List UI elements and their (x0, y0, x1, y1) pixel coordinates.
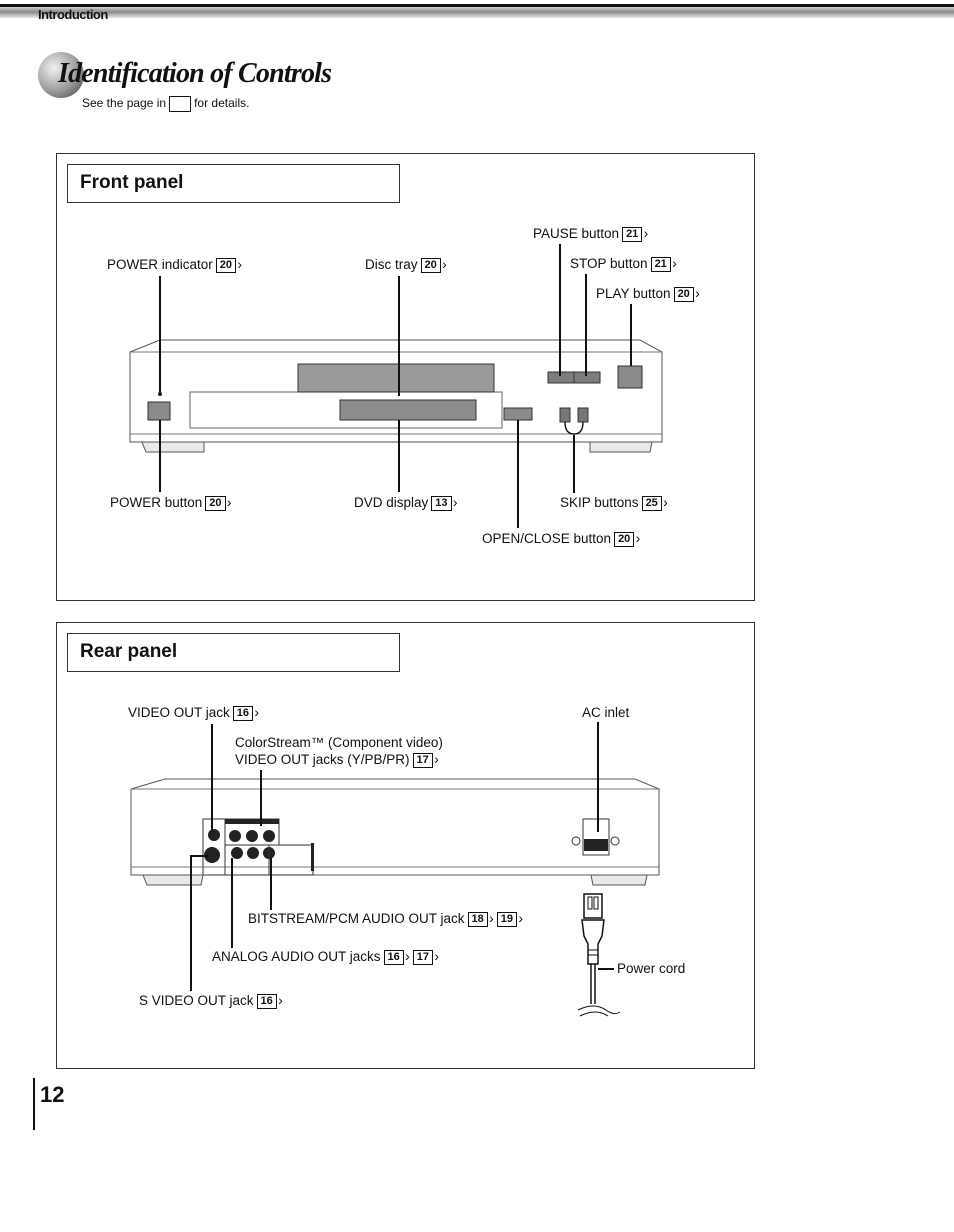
skip-forward-button-shape (577, 407, 589, 423)
page-title: Identification of Controls (58, 58, 332, 89)
disc-tray-slot (297, 363, 495, 393)
component-jack-y (229, 830, 241, 842)
play-page-ref: 20 (673, 287, 700, 302)
rear-panel-heading-box (67, 633, 400, 672)
power-cord-illustration (577, 893, 621, 1017)
colorstream-page-ref: 17 (412, 753, 439, 768)
page-note-prefix: See the page in (82, 96, 167, 111)
page-note-suffix: for details. (194, 96, 250, 111)
power-button-page-ref: 20 (205, 496, 232, 511)
open-close-button-shape (503, 407, 533, 421)
dvd-display-page-ref: 13 (431, 496, 458, 511)
front-panel-section (56, 153, 755, 601)
bitstream-page-ref-2: 19 (496, 912, 523, 927)
analog-page-ref-2: 17 (412, 950, 439, 965)
dvd-display-screen (339, 399, 477, 421)
page-reference-icon (169, 96, 192, 112)
s-video-leader-v (190, 855, 192, 991)
power-button-leader (159, 420, 161, 492)
component-jack-pr (263, 830, 275, 842)
bitstream-leader (270, 858, 272, 910)
rear-panel-illustration (130, 778, 660, 886)
page-number: 12 (40, 1082, 65, 1107)
power-button-shape (147, 401, 171, 421)
page-note: See the page in for details. (82, 96, 249, 112)
pause-leader (559, 244, 561, 376)
stop-page-ref: 21 (650, 257, 677, 272)
front-panel-heading: Front panel (80, 172, 184, 193)
header-bar (0, 4, 954, 18)
disc-tray-page-ref: 20 (420, 258, 447, 273)
pause-button-shape (547, 371, 575, 384)
rear-panel-section (56, 622, 755, 1069)
video-out-page-ref: 16 (232, 706, 259, 721)
rear-panel-heading: Rear panel (80, 641, 178, 662)
play-leader (630, 304, 632, 366)
colorstream-label-line1: ColorStream™ (Component video) (235, 735, 443, 750)
video-out-jack (208, 829, 220, 841)
analog-audio-label: ANALOG AUDIO OUT jacks1617 (212, 949, 439, 966)
s-video-page-ref: 16 (256, 994, 283, 1009)
analog-audio-jack-l (231, 847, 243, 859)
s-video-out-jack (204, 847, 220, 863)
title-ornament (38, 52, 84, 98)
power-cord-label: Power cord (617, 961, 686, 976)
bitstream-label: BITSTREAM/PCM AUDIO OUT jack1819 (248, 911, 523, 928)
dvd-display-leader (398, 420, 400, 492)
skip-page-ref: 25 (641, 496, 668, 511)
analog-leader (231, 858, 233, 948)
analog-page-ref-1: 16 (383, 950, 410, 965)
video-out-leader (211, 724, 213, 832)
play-button-shape (617, 365, 643, 389)
power-cord-leader (598, 968, 614, 970)
front-panel-illustration (129, 339, 663, 453)
section-label: Introduction (38, 7, 108, 22)
stop-button-shape (573, 371, 601, 384)
colorstream-label-line2: VIDEO OUT jacks (Y/PB/PR)17 (235, 752, 439, 769)
disc-tray-leader (398, 276, 400, 396)
open-close-leader (517, 420, 519, 528)
bitstream-page-ref-1: 18 (467, 912, 494, 927)
power-indicator-page-ref: 20 (215, 258, 242, 273)
front-panel-heading-box (67, 164, 400, 203)
s-video-leader-h (190, 855, 208, 857)
analog-audio-jack-r (247, 847, 259, 859)
colorstream-leader (260, 770, 262, 826)
page-number-rule (33, 1078, 35, 1130)
component-jack-pb (246, 830, 258, 842)
power-indicator-leader (159, 276, 161, 395)
ac-inlet-leader (597, 722, 599, 832)
ac-inlet-label: AC inlet (582, 705, 630, 720)
stop-leader (585, 274, 587, 376)
pause-page-ref: 21 (622, 227, 649, 242)
open-close-page-ref: 20 (614, 532, 641, 547)
skip-leader (573, 435, 575, 493)
skip-back-button-shape (559, 407, 571, 423)
